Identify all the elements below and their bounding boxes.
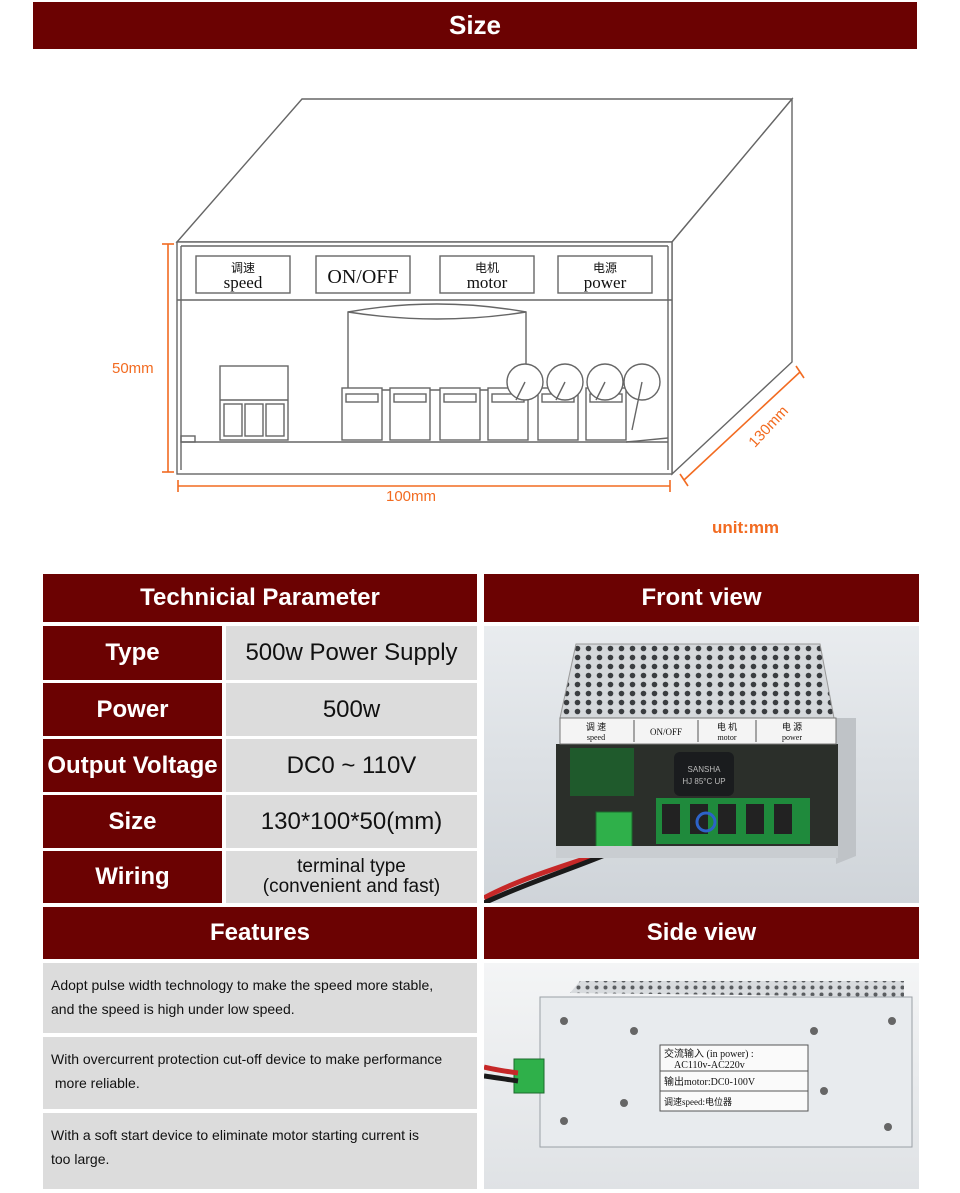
param-value-type: 500w Power Supply <box>226 626 477 680</box>
front-view-title: Front view <box>641 584 762 611</box>
power-label-en: power <box>584 273 627 292</box>
feature-item: With a soft start device to eliminate mo… <box>43 1113 477 1189</box>
svg-text:电 源: 电 源 <box>782 721 802 732</box>
front-view-header: Front view <box>484 574 919 622</box>
side-view-title: Side view <box>646 919 757 946</box>
cap-brand: SANSHA <box>688 765 722 774</box>
speed-label-cn: 调速 <box>231 261 255 275</box>
diagram-screws <box>506 363 661 431</box>
motor-label-box <box>439 255 535 294</box>
speed-label-en: speed <box>224 273 263 292</box>
height-dimension: 50mm <box>112 360 154 377</box>
params-title: Technicial Parameter <box>140 584 380 611</box>
svg-text:power: power <box>782 733 802 742</box>
side-screw-holes <box>560 1017 896 1131</box>
svg-text:speed: speed <box>587 733 605 742</box>
unit-label: unit:mm <box>712 518 779 537</box>
motor-label-cn: 电机 <box>475 261 499 275</box>
param-label-power: Power <box>43 683 222 736</box>
svg-text:调 速: 调 速 <box>586 722 606 732</box>
side-view-photo: 交流输入 (in power) : AC110v-AC220v 输出motor:… <box>484 963 919 1189</box>
spec-speed-control: 调速speed:电位器 <box>664 1096 732 1107</box>
feature-item: Adopt pulse width technology to make the… <box>43 963 477 1033</box>
spec-ac-range: AC110v-AC220v <box>674 1060 745 1071</box>
depth-dimension-line <box>683 371 801 481</box>
spec-label-sticker <box>659 1044 809 1112</box>
param-value-output-voltage: DC0 ~ 110V <box>226 739 477 792</box>
params-header: Technicial Parameter <box>43 574 477 622</box>
param-label-wiring: Wiring <box>43 851 222 903</box>
feature-item: With overcurrent protection cut-off devi… <box>43 1037 477 1109</box>
side-wires <box>484 1064 519 1076</box>
onoff-label: ON/OFF <box>327 266 398 288</box>
features-header: Features <box>43 907 477 959</box>
param-label-output-voltage: Output Voltage <box>43 739 222 792</box>
param-value-power: 500w <box>226 683 477 736</box>
power-label-cn: 电源 <box>593 261 617 275</box>
onoff-label-box <box>315 255 411 294</box>
diagram-terminals-row <box>341 387 627 441</box>
front-view-photo: SANSHA HJ 85°C UP 调 速 speed ON/OFF 电 机 m… <box>484 626 919 903</box>
side-view-header: Side view <box>484 907 919 959</box>
front-pot-connector <box>595 811 633 853</box>
motor-label-en: motor <box>467 273 508 292</box>
features-title: Features <box>209 919 311 946</box>
svg-text:电 机: 电 机 <box>717 721 737 732</box>
size-diagram: 调速 speed ON/OFF 电机 motor 电源 power 50mm 1… <box>112 97 805 537</box>
svg-text:ON/OFF: ON/OFF <box>650 727 682 737</box>
param-value-wiring: terminal type (convenient and fast) <box>226 851 477 903</box>
front-green-terminals <box>656 798 810 844</box>
spec-in-power: 交流输入 (in power) : <box>664 1047 754 1060</box>
front-cover-top <box>559 643 835 719</box>
speed-label-box <box>195 255 291 294</box>
param-label-type: Type <box>43 626 222 680</box>
diagram-terminal-block <box>219 365 289 441</box>
cap-spec: HJ 85°C UP <box>682 777 725 786</box>
param-label-size: Size <box>43 795 222 848</box>
size-title: Size <box>448 10 502 40</box>
diagram-capacitor <box>347 303 527 391</box>
svg-text:motor: motor <box>717 733 736 742</box>
spec-motor-output: 输出motor:DC0-100V <box>664 1075 756 1088</box>
width-dimension: 100mm <box>386 488 436 505</box>
size-header: Size <box>33 2 917 49</box>
power-label-box <box>557 255 653 294</box>
param-value-size: 130*100*50(mm) <box>226 795 477 848</box>
depth-dimension: 130mm <box>745 403 792 451</box>
side-pot-connector <box>513 1058 545 1094</box>
